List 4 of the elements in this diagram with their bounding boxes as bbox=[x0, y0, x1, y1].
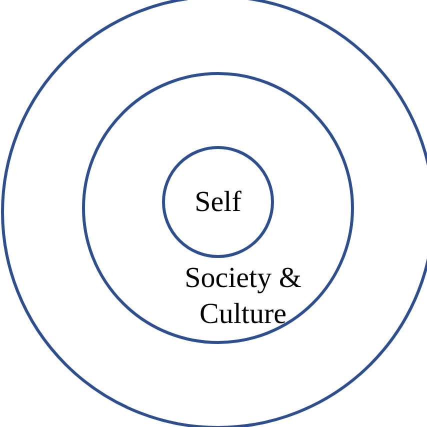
circle-node bbox=[82, 72, 354, 344]
circle-node bbox=[162, 146, 274, 258]
node-label: Self bbox=[194, 185, 242, 220]
node-label: Society & Culture bbox=[184, 261, 302, 332]
